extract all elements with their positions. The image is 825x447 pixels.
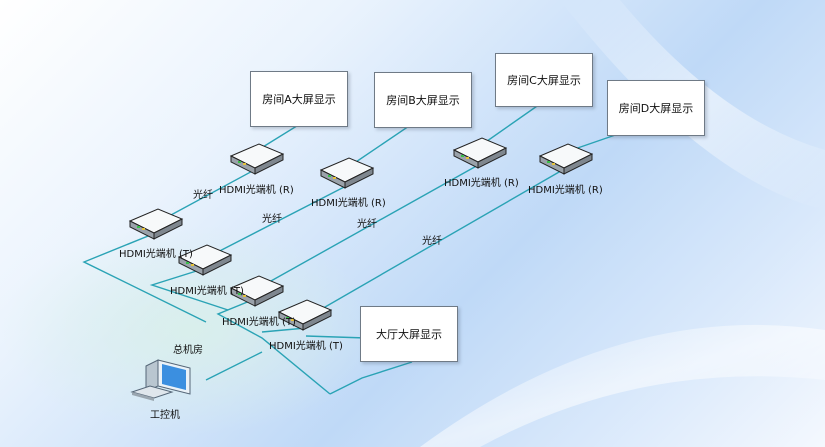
transmitter-c-label: HDMI光端机 (T) — [222, 317, 296, 328]
fiber-line-c — [216, 103, 541, 395]
workstation-label: 工控机 — [150, 410, 180, 421]
optical-transceiver-icon — [129, 208, 183, 240]
fiber-label-b: 光纤 — [262, 214, 282, 225]
workstation-feed-line — [205, 351, 263, 381]
fiber-label-c: 光纤 — [357, 219, 377, 230]
screen-room-b: 房间B大屏显示 — [374, 72, 472, 128]
screen-room-c: 房间C大屏显示 — [495, 53, 593, 107]
background-swoosh — [420, 324, 825, 447]
workstation-icon — [130, 359, 191, 401]
screen-hall-label: 大厅大屏显示 — [376, 328, 442, 341]
screen-hall: 大厅大屏显示 — [360, 306, 458, 362]
screen-room-a: 房间A大屏显示 — [250, 71, 348, 127]
optical-transceiver-icon — [539, 143, 593, 175]
screen-room-a-label: 房间A大屏显示 — [262, 93, 336, 106]
screen-room-d: 房间D大屏显示 — [607, 80, 705, 136]
hall-feed-line — [305, 335, 413, 395]
transmitter-a-label: HDMI光端机 (T) — [119, 249, 193, 260]
optical-transceiver-icon — [320, 157, 374, 189]
fiber-line-a — [82, 123, 301, 323]
receiver-a-label: HDMI光端机 (R) — [219, 185, 294, 196]
fiber-label-a: 光纤 — [193, 190, 213, 201]
transmitter-d-label: HDMI光端机 (T) — [269, 341, 343, 352]
receiver-d-label: HDMI光端机 (R) — [528, 185, 603, 196]
screen-room-b-label: 房间B大屏显示 — [386, 94, 460, 107]
fiber-line-b — [149, 123, 413, 311]
control-room-glow — [0, 225, 380, 435]
screen-room-c-label: 房间C大屏显示 — [507, 74, 581, 87]
transmitter-b-label: HDMI光端机 (T) — [170, 286, 244, 297]
receiver-c-label: HDMI光端机 (R) — [444, 178, 519, 189]
optical-transceiver-icon — [230, 143, 284, 175]
control-room-label: 总机房 — [173, 345, 203, 356]
fiber-label-d: 光纤 — [422, 236, 442, 247]
screen-room-d-label: 房间D大屏显示 — [618, 102, 694, 115]
receiver-b-label: HDMI光端机 (R) — [311, 198, 386, 209]
optical-transceiver-icon — [453, 137, 507, 169]
